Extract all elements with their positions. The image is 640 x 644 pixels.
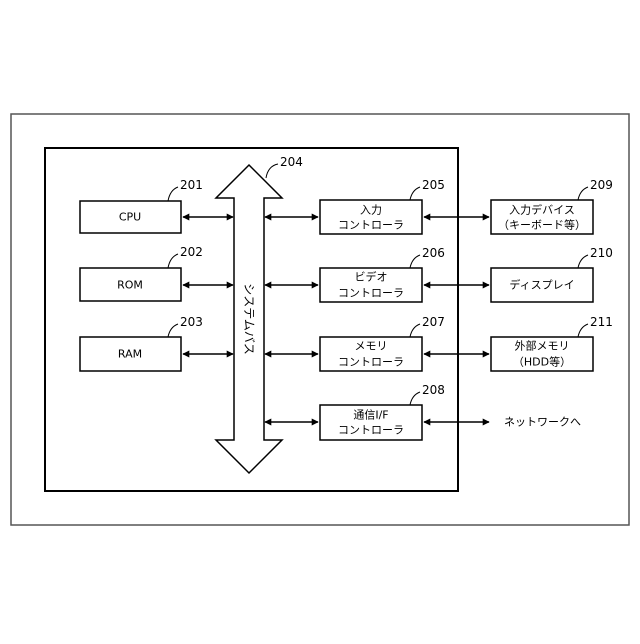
- input-controller-ref-leader: [410, 187, 420, 200]
- comm-controller-line1: 通信I/F: [353, 409, 388, 422]
- input-device-ref: 209: [590, 178, 613, 192]
- external-memory-ref-leader: [578, 324, 588, 337]
- cpu-label: CPU: [119, 211, 141, 224]
- ram-ref: 203: [180, 315, 203, 329]
- display-ref-leader: [578, 255, 588, 268]
- rom-ref: 202: [180, 245, 203, 259]
- input-device-line2: （キーボード等）: [498, 218, 586, 232]
- external-memory-ref: 211: [590, 315, 613, 329]
- outer-frame: [11, 114, 629, 525]
- input-controller-line2: コントローラ: [338, 219, 404, 232]
- external-memory-line1: 外部メモリ: [515, 339, 570, 353]
- ram-label: RAM: [118, 348, 142, 361]
- input-device-line1: 入力デバイス: [509, 203, 575, 217]
- comm-controller-ref-leader: [410, 392, 420, 405]
- memory-controller-ref-leader: [410, 324, 420, 337]
- rom-label: ROM: [117, 279, 143, 292]
- video-controller-ref: 206: [422, 246, 445, 260]
- memory-controller-ref: 207: [422, 315, 445, 329]
- memory-controller-line1: メモリ: [355, 340, 388, 353]
- video-controller-line1: ビデオ: [355, 270, 388, 284]
- external-memory-line2: （HDD等）: [513, 355, 571, 369]
- display-ref: 210: [590, 246, 613, 260]
- input-device-ref-leader: [578, 187, 588, 200]
- rom-ref-leader: [168, 254, 178, 268]
- comm-controller-ref: 208: [422, 383, 445, 397]
- video-controller-line2: コントローラ: [338, 287, 404, 300]
- comm-controller-line2: コントローラ: [338, 424, 404, 437]
- cpu-ref-leader: [168, 187, 178, 201]
- input-controller-line1: 入力: [360, 204, 382, 217]
- cpu-ref: 201: [180, 178, 203, 192]
- video-controller-ref-leader: [410, 255, 420, 268]
- display-label: ディスプレイ: [509, 278, 574, 292]
- system-bus-label: システムバス: [242, 283, 256, 355]
- system-bus-ref-leader: [266, 164, 278, 178]
- ram-ref-leader: [168, 324, 178, 337]
- memory-controller-line2: コントローラ: [338, 356, 404, 369]
- network-label: ネットワークへ: [504, 416, 581, 429]
- system-bus-ref: 204: [280, 155, 303, 169]
- input-controller-ref: 205: [422, 178, 445, 192]
